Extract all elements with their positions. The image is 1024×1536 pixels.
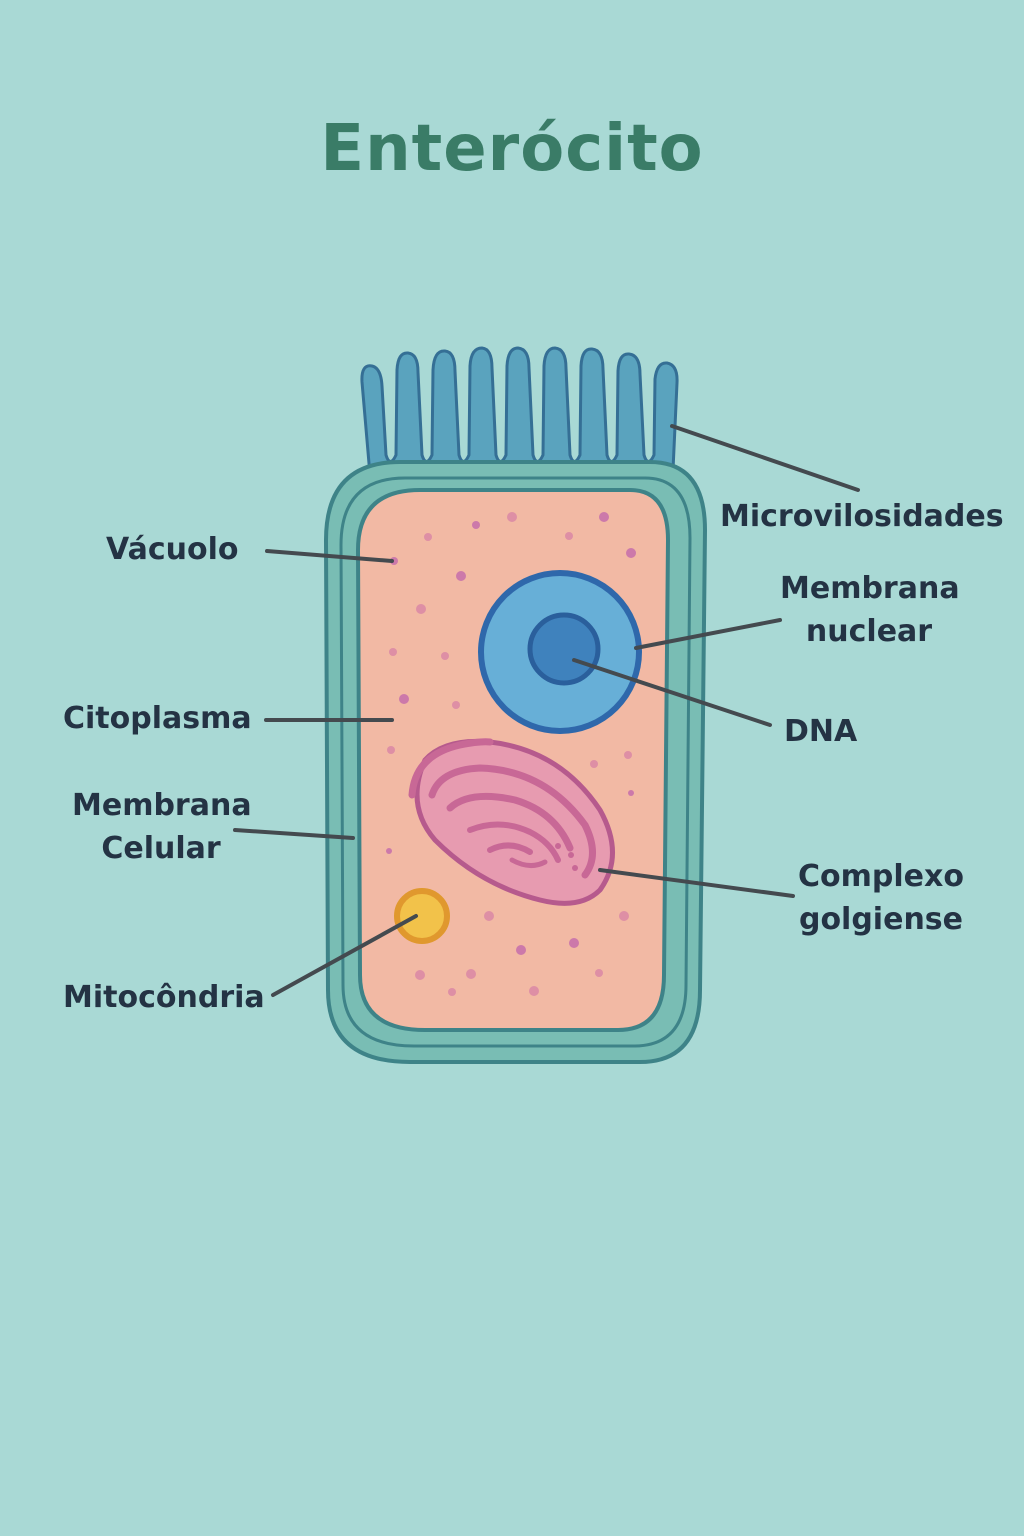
label-mitocondria-line-1: Mitocôndria	[63, 980, 265, 1015]
label-microvilosidades: Microvilosidades	[720, 495, 1004, 538]
mitochondrion	[394, 888, 450, 944]
microvilli-outline	[360, 346, 679, 480]
leader-lines	[233, 424, 860, 997]
label-citoplasma: Citoplasma	[63, 697, 252, 740]
leader-line-microvilosidades	[670, 424, 860, 492]
label-vacuolo: Vácuolo	[106, 528, 238, 571]
label-membrana-nuclear-line-2: nuclear	[805, 614, 933, 649]
leader-line-membrana-celular	[233, 828, 355, 840]
label-dna-line-1: DNA	[784, 714, 858, 749]
golgi-complex	[408, 738, 615, 906]
microvilli	[360, 346, 679, 480]
label-membrana-celular: Membrana Celular	[72, 784, 252, 870]
label-complexo-golgiense-line-1: Complexo	[798, 859, 964, 894]
label-dna: DNA	[784, 710, 857, 753]
label-microvilosidades-line-1: Microvilosidades	[720, 499, 1004, 534]
leader-line-dna	[572, 658, 772, 727]
label-membrana-nuclear-line-1: Membrana	[780, 571, 960, 606]
leader-line-membrana-nuclear	[634, 618, 782, 650]
vacuole-dots	[386, 512, 636, 996]
label-complexo-golgiense: Complexo golgiense	[795, 855, 967, 941]
label-vacuolo-line-1: Vácuolo	[106, 532, 239, 567]
label-membrana-celular-line-2: Celular	[101, 831, 221, 866]
label-membrana-celular-line-1: Membrana	[72, 788, 252, 823]
cell-membrane-inner-line	[339, 476, 692, 1048]
leader-line-complexo-golgiense	[598, 868, 795, 898]
leader-line-vacuolo	[265, 549, 394, 563]
leader-line-mitocondria	[271, 914, 418, 997]
page-title: Enterócito	[320, 112, 704, 186]
dna-nucleolus	[527, 612, 601, 686]
label-mitocondria: Mitocôndria	[63, 976, 265, 1019]
nucleus	[478, 570, 642, 734]
label-citoplasma-line-1: Citoplasma	[63, 701, 252, 736]
label-membrana-nuclear: Membrana nuclear	[780, 567, 960, 653]
label-complexo-golgiense-line-2: golgiense	[798, 902, 964, 937]
